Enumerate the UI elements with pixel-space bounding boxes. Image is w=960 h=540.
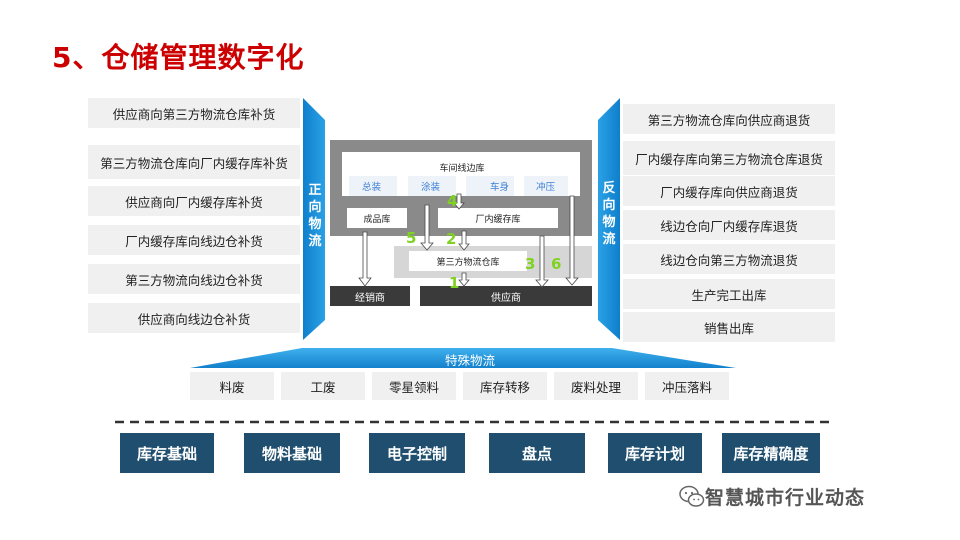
special-item: 库存转移 [463, 372, 547, 400]
flow-number: 3 [525, 255, 536, 273]
forward-arrow-shape [303, 98, 325, 340]
forward-item: 供应商向第三方物流仓库补货 [88, 98, 300, 128]
special-item: 废料处理 [554, 372, 638, 400]
page-title: 5、仓储管理数字化 [52, 41, 305, 74]
process-label: 车身 [490, 182, 510, 193]
reverse-item: 厂内缓存库向第三方物流仓库退货 [623, 141, 835, 175]
watermark-text: 智慧城市行业动态 [705, 487, 866, 509]
process-label: 涂装 [421, 182, 441, 193]
process-bg [408, 176, 456, 196]
dealer-bar: 经销商 [330, 286, 410, 306]
supplier-bar: 供应商 [420, 286, 592, 306]
forward-item: 供应商向线边仓补货 [88, 303, 300, 333]
process-label: 总装 [362, 182, 382, 193]
process-label: 冲压 [536, 182, 556, 193]
arrow-updown-icon [458, 230, 470, 251]
reverse-item: 生产完工出库 [623, 279, 835, 309]
factory-buffer-box: 厂内缓存库 [438, 208, 558, 228]
process-bg [524, 176, 568, 196]
flow-number: 5 [406, 229, 417, 247]
special-flow-shape [190, 348, 736, 368]
special-item: 工废 [281, 372, 365, 400]
flow-number: 2 [446, 230, 457, 248]
flow-number: 1 [449, 274, 460, 292]
module-button[interactable]: 电子控制 [369, 433, 465, 473]
forward-item: 第三方物流向线边仓补货 [88, 264, 300, 294]
reverse-arrow-shape [598, 98, 620, 340]
process-bg [349, 176, 397, 196]
arrow-down-icon [420, 204, 434, 251]
arrow-down-icon [358, 231, 372, 287]
module-button[interactable]: 库存基础 [120, 433, 214, 473]
flow-number: 6 [551, 255, 562, 273]
forward-item: 厂内缓存库向线边仓补货 [88, 225, 300, 255]
reverse-item: 第三方物流仓库向供应商退货 [623, 104, 835, 134]
finished-goods-box: 成品库 [347, 208, 407, 228]
module-button[interactable]: 盘点 [489, 433, 585, 473]
arrow-down-icon [453, 193, 465, 210]
forward-item: 第三方物流仓库向厂内缓存库补货 [88, 145, 300, 179]
reverse-item: 线边仓向厂内缓存库退货 [623, 210, 835, 240]
wechat-icon [679, 485, 705, 507]
arrow-up-icon [565, 195, 579, 286]
reverse-flow-label: 反 向 物 流 [602, 181, 616, 247]
flow-number: 4 [447, 192, 458, 210]
special-item: 冲压落料 [645, 372, 729, 400]
forward-item: 供应商向厂内缓存库补货 [88, 186, 300, 216]
module-button[interactable]: 物料基础 [244, 433, 340, 473]
reverse-item: 厂内缓存库向供应商退货 [623, 176, 835, 206]
special-flow-label: 特殊物流 [444, 353, 495, 368]
module-button[interactable]: 库存计划 [608, 433, 702, 473]
reverse-item: 线边仓向第三方物流退货 [623, 244, 835, 274]
line-warehouse-label: 车间线边库 [439, 164, 485, 174]
arrow-down-icon [535, 235, 549, 288]
third-party-box: 第三方物流仓库 [409, 251, 527, 271]
reverse-item: 销售出库 [623, 312, 835, 342]
forward-flow-label: 正 向 物 流 [308, 183, 322, 249]
module-button[interactable]: 库存精确度 [722, 433, 820, 473]
arrow-down-icon [458, 272, 470, 287]
special-item: 零星领料 [372, 372, 456, 400]
process-bg [466, 176, 514, 196]
special-item: 料废 [190, 372, 274, 400]
